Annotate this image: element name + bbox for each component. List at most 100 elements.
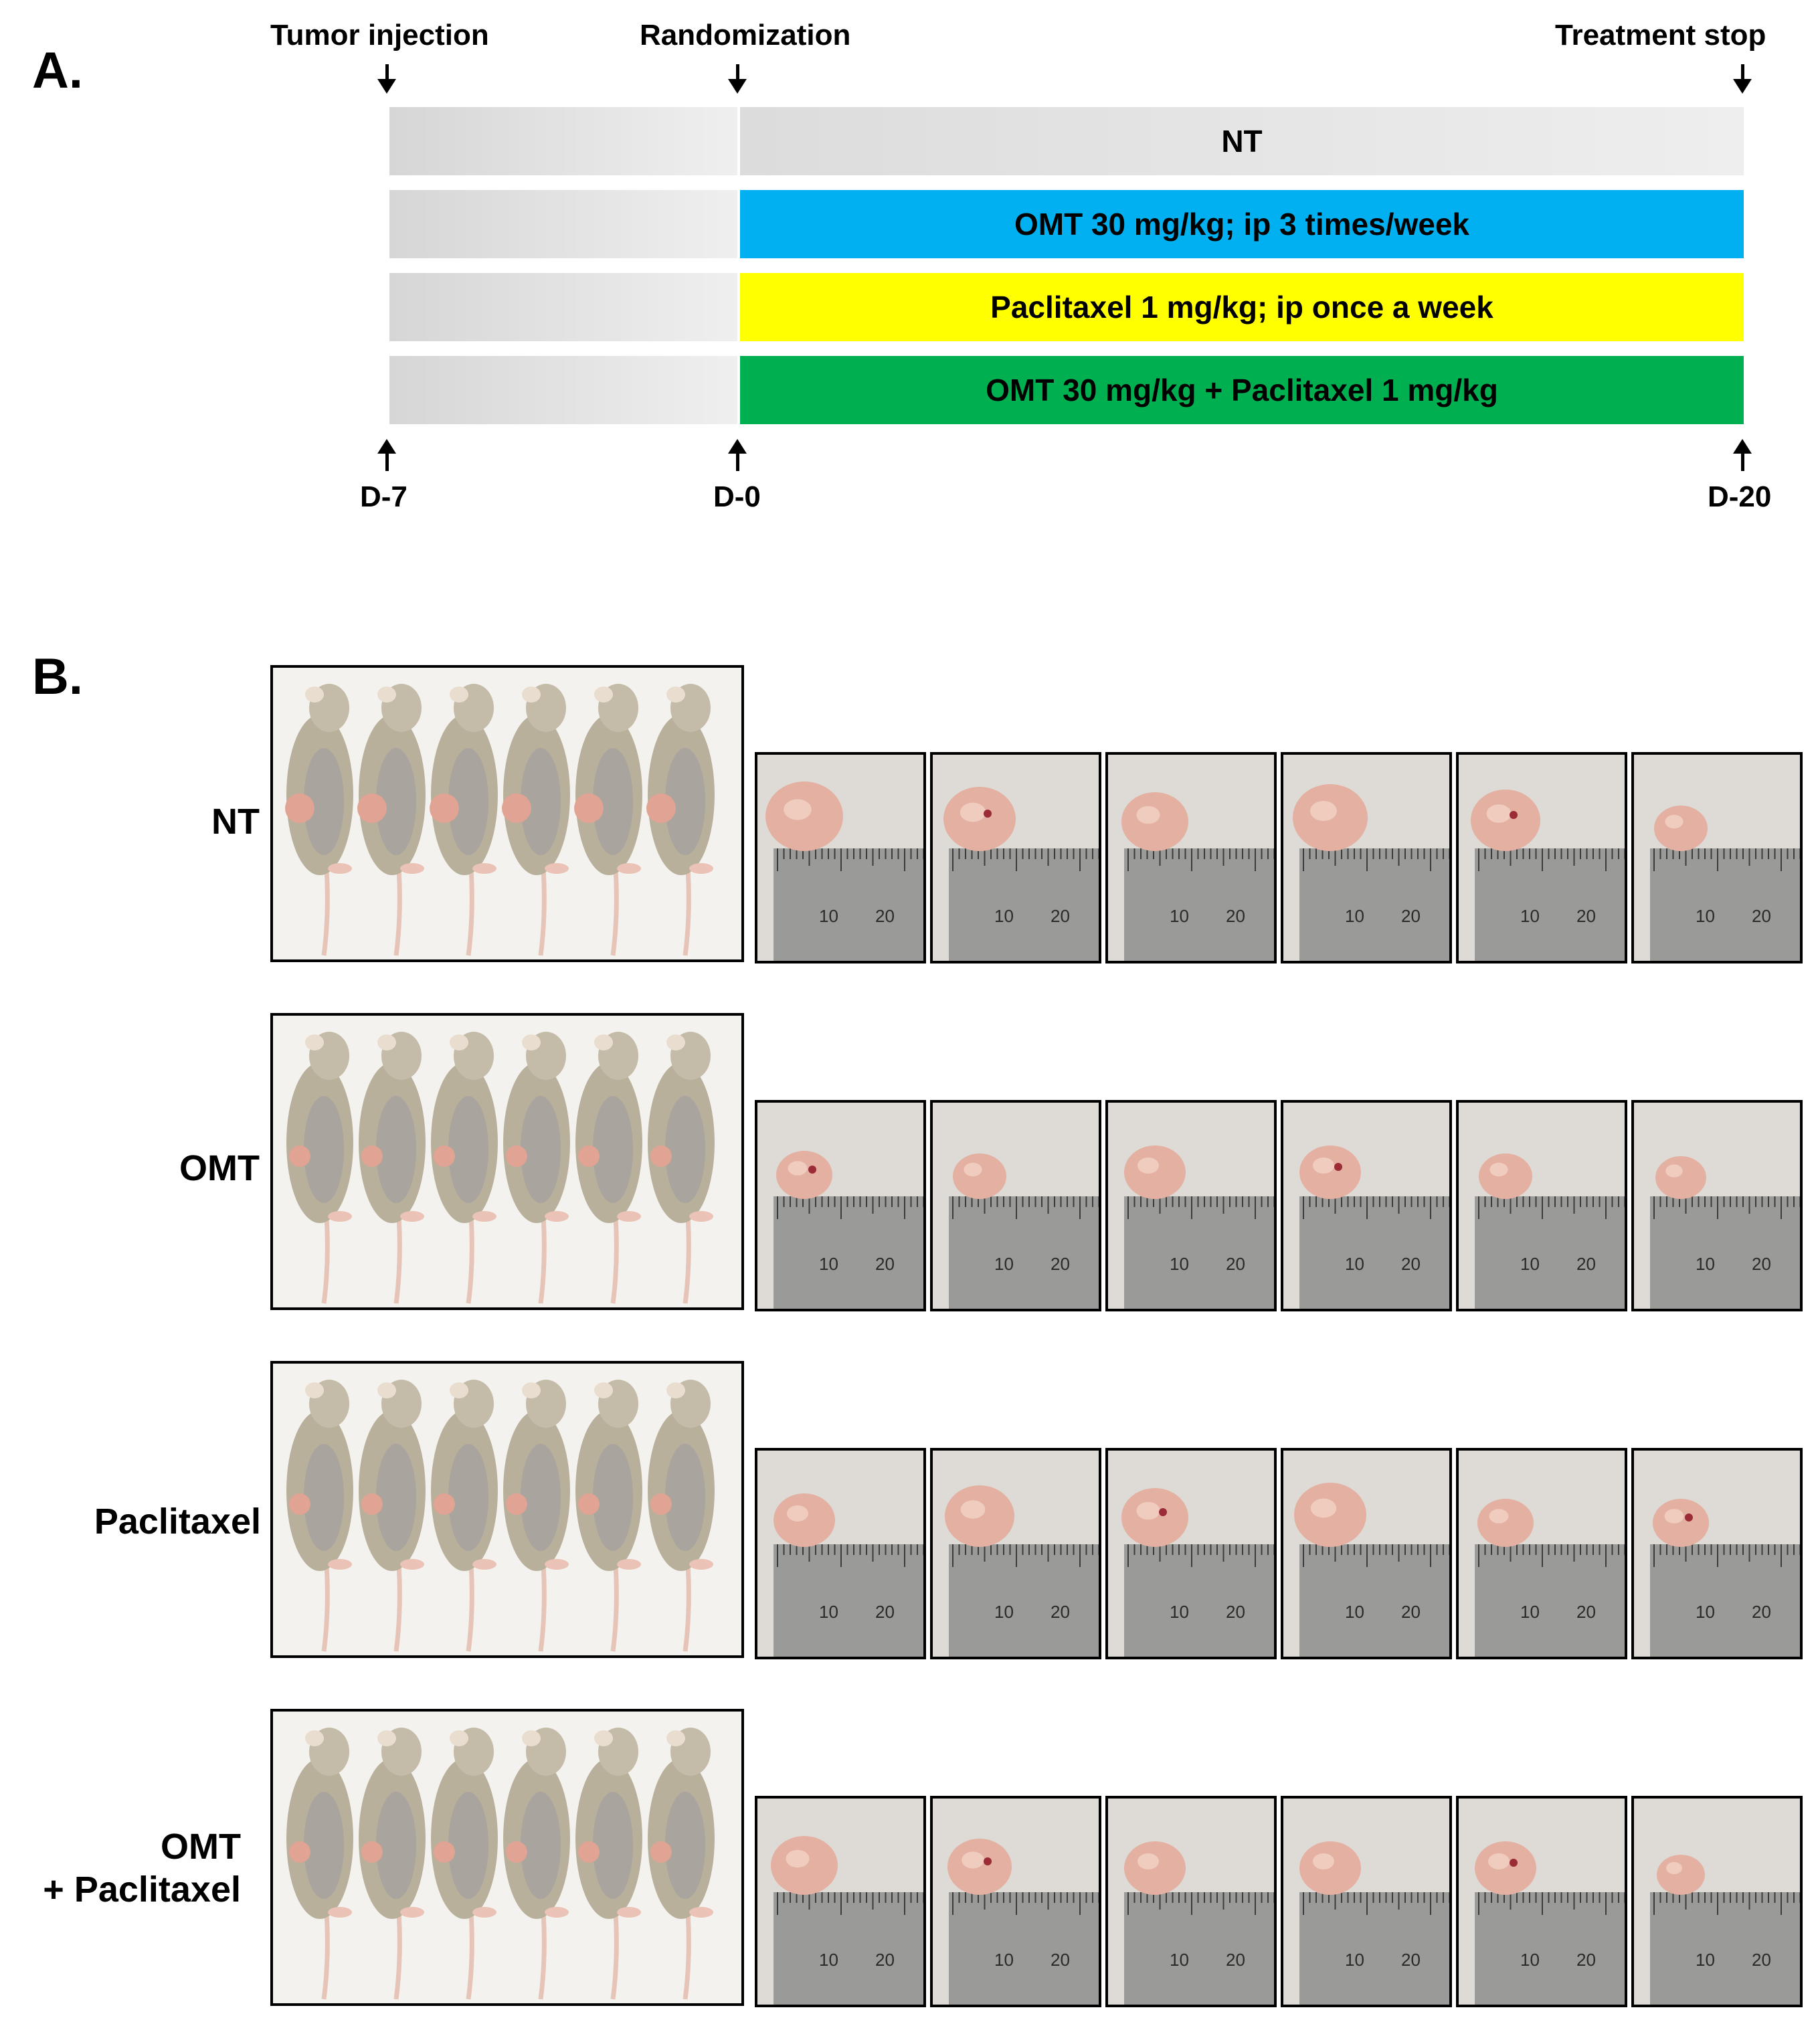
mouse [431, 1728, 498, 2000]
tumor-photo: 10 20 [755, 1796, 926, 2007]
ruler-label: 20 [1051, 1254, 1070, 1274]
ruler-label: 10 [1345, 1254, 1364, 1274]
mouse [648, 1380, 715, 1652]
mice-illustration [273, 1364, 741, 1655]
ruler-label: 10 [819, 906, 838, 926]
ruler-label: 10 [1170, 1254, 1189, 1274]
ruler-label: 10 [1696, 906, 1715, 926]
ruler-label: 10 [994, 1254, 1014, 1274]
arm-bar-omt: OMT 30 mg/kg; ip 3 times/week [740, 190, 1744, 258]
tumor-photo: 10 20 [1456, 752, 1627, 963]
ruler-label: 20 [1226, 1254, 1245, 1274]
tumor-with-ruler: 10 20 [933, 1103, 1099, 1309]
mouse [575, 1728, 642, 2000]
mouse [574, 684, 642, 956]
ruler-label: 20 [1576, 906, 1596, 926]
arm-label: NT [1221, 124, 1263, 159]
day-label-end: D-20 [1708, 480, 1772, 513]
mouse [575, 1380, 642, 1652]
group-label-combination: OMT + Paclitaxel [13, 1825, 241, 1911]
ruler-label: 10 [1696, 1950, 1715, 1970]
tumor-with-ruler: 10 20 [757, 1451, 923, 1657]
ruler-label: 20 [1051, 1950, 1070, 1970]
ruler-label: 10 [1170, 906, 1189, 926]
mice-photo [270, 1361, 744, 1658]
panel-a-letter: A. [32, 42, 83, 99]
mouse [503, 1728, 570, 2000]
panel-b-letter: B. [32, 648, 83, 705]
arm-label: OMT 30 mg/kg; ip 3 times/week [1014, 207, 1469, 242]
mouse [285, 684, 353, 956]
group-label-omt: OMT [179, 1148, 260, 1188]
mouse [359, 1728, 426, 2000]
mouse [431, 1380, 498, 1652]
arm-bar-nt: NT [740, 107, 1744, 175]
tumor-with-ruler: 10 20 [1459, 755, 1625, 961]
ruler-label: 10 [1520, 1254, 1540, 1274]
ruler-label: 20 [1752, 906, 1771, 926]
ruler-label: 10 [819, 1950, 838, 1970]
mouse [648, 1032, 715, 1304]
mouse [357, 684, 426, 956]
day-label-randomization: D-0 [713, 480, 761, 513]
mouse [502, 684, 570, 956]
mice-illustration [273, 1712, 741, 2003]
ruler-label: 10 [994, 906, 1014, 926]
event-label-treatment-stop: Treatment stop [1555, 19, 1766, 52]
ruler-label: 20 [1576, 1950, 1596, 1970]
arm-label: OMT 30 mg/kg + Paclitaxel 1 mg/kg [986, 373, 1498, 407]
ruler-label: 10 [819, 1602, 838, 1622]
pre-treatment-bar [389, 190, 737, 258]
mouse [286, 1032, 353, 1304]
ruler-label: 10 [819, 1254, 838, 1274]
pre-treatment-bar [389, 356, 737, 424]
mice-photo [270, 665, 744, 962]
ruler-label: 20 [1401, 1602, 1421, 1622]
ruler-label: 10 [1520, 906, 1540, 926]
pre-treatment-bar [389, 273, 737, 341]
tumor-photo: 10 20 [1631, 752, 1803, 963]
arm-bar-combination: OMT 30 mg/kg + Paclitaxel 1 mg/kg [740, 356, 1744, 424]
mouse [286, 1728, 353, 2000]
tumor-with-ruler: 10 20 [757, 1103, 923, 1309]
mouse [648, 1728, 715, 2000]
ruler-label: 20 [875, 1950, 895, 1970]
event-label-randomization: Randomization [640, 19, 851, 52]
ruler-label: 20 [875, 1254, 895, 1274]
ruler-label: 20 [875, 1602, 895, 1622]
ruler-label: 10 [1170, 1602, 1189, 1622]
mouse [286, 1380, 353, 1652]
mouse [575, 1032, 642, 1304]
ruler-label: 10 [1696, 1254, 1715, 1274]
ruler-label: 20 [1226, 906, 1245, 926]
tumor-photo: 10 20 [930, 752, 1101, 963]
tumor-with-ruler: 10 20 [1634, 755, 1800, 961]
mice-photo [270, 1709, 744, 2006]
event-label-tumor-injection: Tumor injection [270, 19, 489, 52]
ruler-label: 20 [1051, 906, 1070, 926]
group-label-line: OMT [161, 1827, 241, 1867]
tumor-with-ruler: 10 20 [933, 755, 1099, 961]
mouse [503, 1032, 570, 1304]
